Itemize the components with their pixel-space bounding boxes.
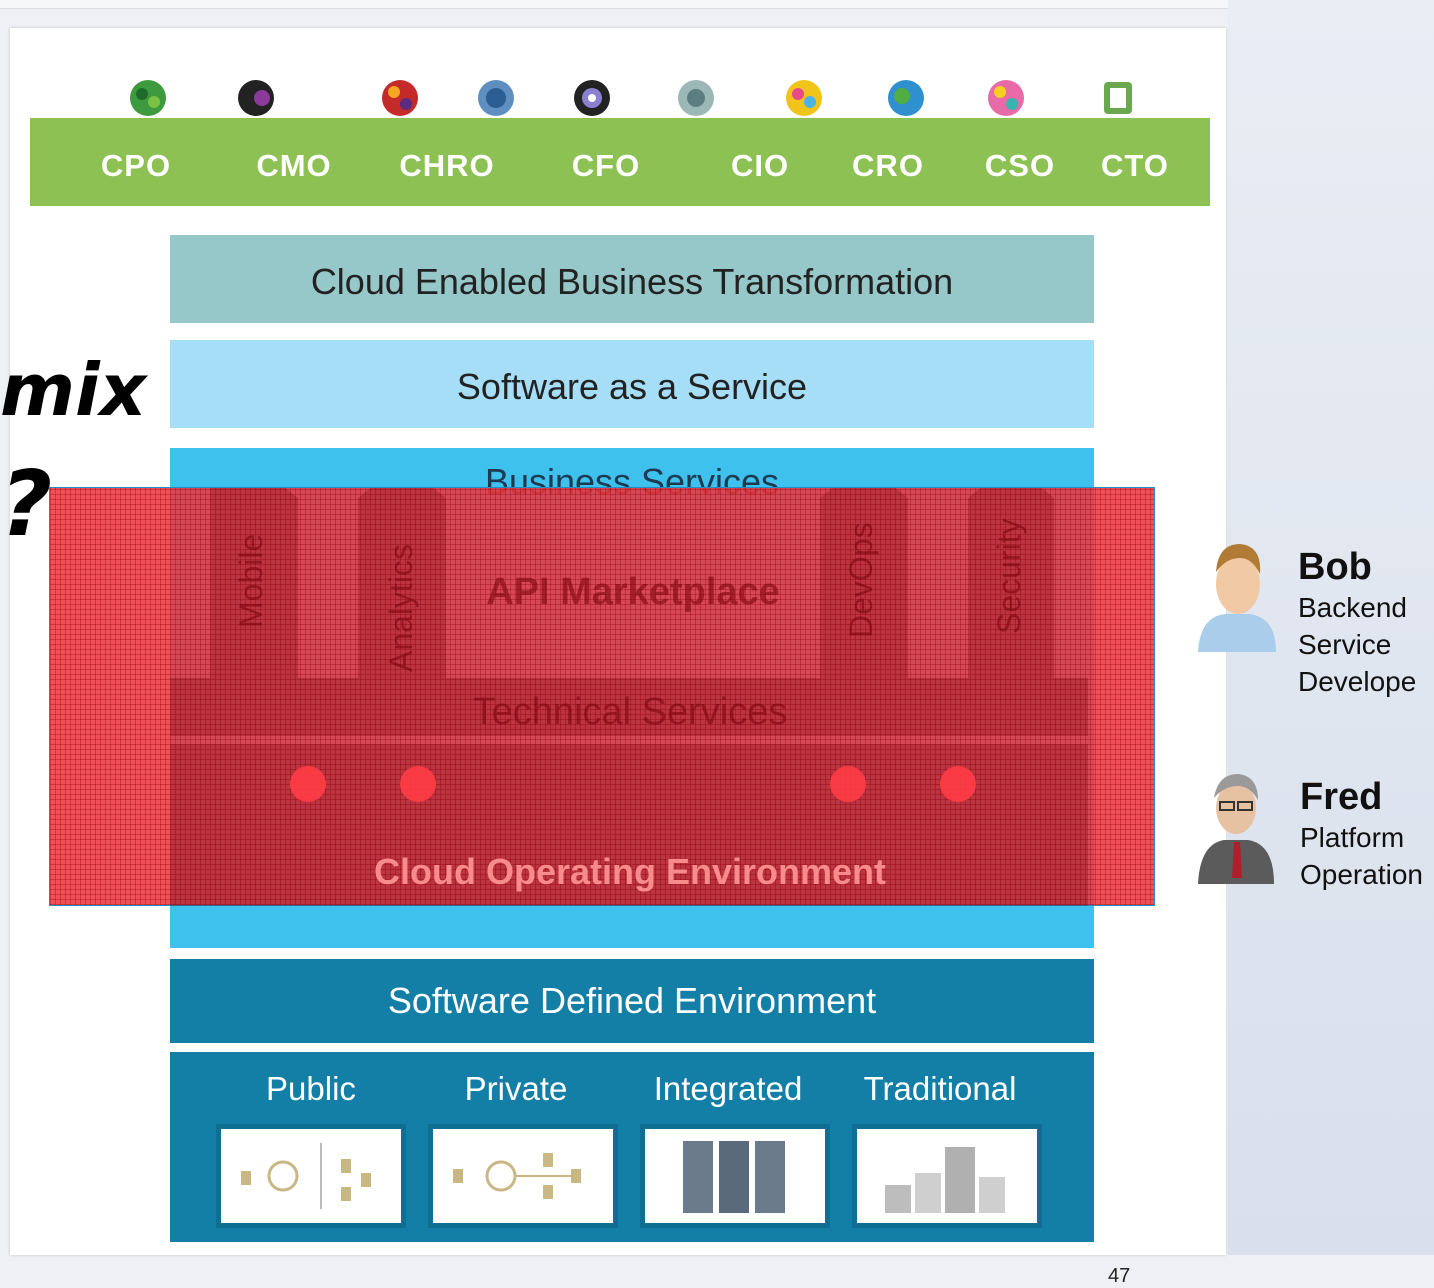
green-burst-icon (130, 80, 166, 116)
layer-infrastructure: Public Private Integrated Traditional (170, 1052, 1094, 1242)
title-fragment-question: ? (0, 452, 53, 557)
layer-software-as-a-service: Software as a Service (170, 340, 1094, 428)
exec-label-cfo: CFO (571, 148, 641, 183)
exec-label-cmo: CMO (256, 148, 332, 183)
persona-fred-name: Fred (1300, 776, 1383, 818)
persona-bob-role-line-3: Develope (1298, 666, 1417, 697)
top-strip (0, 0, 1434, 9)
lens-icon (678, 80, 714, 116)
persona-bob-role-line-2: Service (1298, 629, 1392, 660)
persona-bob-role-line-1: Backend (1298, 592, 1407, 623)
executive-avatar-row (10, 68, 1226, 148)
connector-node-3 (830, 766, 866, 802)
layer-cloud-enabled-business-transformation: Cloud Enabled Business Transformation (170, 235, 1094, 323)
rainbow-star-icon (988, 80, 1024, 116)
colorful-dots-icon (382, 80, 418, 116)
exec-label-cio: CIO (730, 148, 790, 183)
pillar-label-devops: DevOps (843, 522, 879, 638)
pillar-label-security: Security (991, 518, 1027, 634)
connector-node-4 (940, 766, 976, 802)
pillar-mobile-arrow (210, 488, 298, 678)
technical-services-band (170, 678, 1088, 736)
persona-fred-role-line-1: Platform (1300, 822, 1405, 853)
exec-label-chro: CHRO (399, 148, 495, 183)
pillar-label-mobile: Mobile (233, 534, 269, 628)
api-marketplace-label: API Marketplace (486, 571, 780, 613)
exec-label-cro: CRO (852, 148, 924, 183)
infra-label-traditional: Traditional (863, 1070, 1017, 1107)
infra-label-private: Private (464, 1070, 568, 1107)
persona-fred-role-line-2: Operation (1300, 859, 1423, 890)
pillar-label-analytics: Analytics (383, 544, 419, 672)
persona-bob: Bob Backend Service Develope (1196, 536, 1416, 697)
cloud-operating-environment-label: Cloud Operating Environment (374, 851, 886, 892)
integrated-servers-icon (640, 1124, 830, 1228)
persona-bob-name: Bob (1298, 546, 1372, 588)
pillar-analytics-arrow (358, 488, 446, 678)
connector-node-1 (290, 766, 326, 802)
exec-label-cto: CTO (1101, 148, 1169, 183)
redaction-overlay: Mobile Analytics DevOps Security API Mar… (49, 487, 1155, 906)
persona-fred: Fred Platform Operation (1196, 768, 1423, 893)
page-number: 47 (1108, 1265, 1131, 1287)
pillar-security-arrow (968, 488, 1054, 678)
exec-label-cso: CSO (984, 148, 1056, 183)
exec-label-cpo: CPO (100, 148, 172, 183)
overlay-diagram: Mobile Analytics DevOps Security API Mar… (170, 488, 1088, 906)
developer-avatar-icon (1198, 544, 1276, 652)
infra-label-public: Public (266, 1070, 356, 1107)
dark-face-icon (238, 80, 274, 116)
server-icon (1104, 82, 1132, 114)
operator-avatar-icon (1198, 774, 1274, 884)
earth-icon (888, 80, 924, 116)
multicolor-star-icon (786, 80, 822, 116)
connector-node-2 (400, 766, 436, 802)
cloud-operating-band (170, 744, 1088, 906)
blue-globe-icon (478, 80, 514, 116)
technical-services-label: Technical Services (473, 691, 788, 733)
executive-bar: CPO CMO CHRO CFO CIO CRO CSO CTO (30, 118, 1210, 206)
layer-software-defined-environment: Software Defined Environment (170, 959, 1094, 1043)
traditional-datacenter-icon (852, 1124, 1042, 1228)
title-fragment-mix: mix (0, 348, 147, 432)
pillar-devops-arrow (820, 488, 908, 678)
gear-burst-icon (574, 80, 610, 116)
public-cloud-icon (216, 1124, 406, 1228)
private-cloud-icon (428, 1124, 618, 1228)
infra-label-integrated: Integrated (653, 1070, 803, 1107)
